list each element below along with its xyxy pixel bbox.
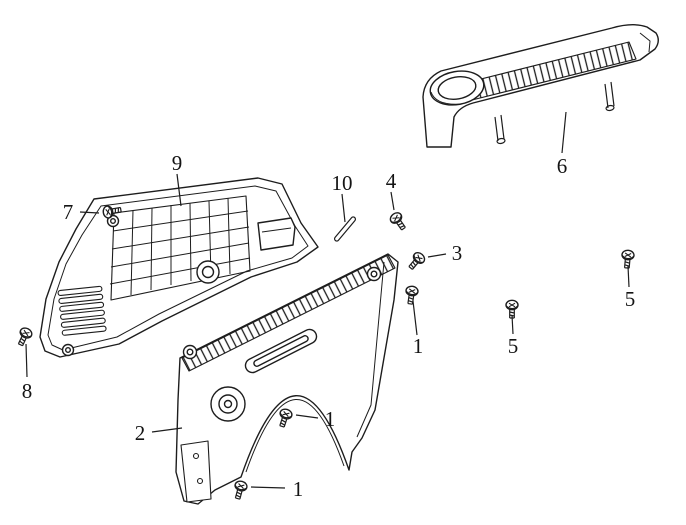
callout-1-bottom: 1 [293, 477, 304, 501]
leader-7 [79, 211, 100, 214]
part-9-center-boss [196, 260, 220, 284]
leader-2 [151, 427, 183, 433]
bolt-4-icon [387, 210, 410, 233]
part-2-inner-right-edge [356, 261, 385, 438]
leader-5-far-right [627, 265, 630, 288]
callout-1-right: 1 [413, 334, 424, 358]
part-2-rib-band [181, 254, 396, 372]
callout-2: 2 [135, 421, 146, 445]
callout-6: 6 [557, 154, 568, 178]
part-9-grid-frame [110, 195, 251, 301]
bolt-1-bottom-icon [231, 479, 249, 501]
part-9-grid-lines [109, 197, 251, 296]
leader-5-middle [511, 314, 514, 335]
part-6-leg-right [604, 81, 615, 112]
part-6-leg-left [494, 114, 506, 145]
callout-9: 9 [172, 151, 183, 175]
part-9-vent-slats [57, 285, 107, 336]
part-2-center-boss [210, 386, 246, 422]
callout-10: 10 [332, 171, 353, 195]
leader-lines [25, 111, 630, 489]
leader-3 [427, 253, 447, 258]
part-2-corner-tab [180, 440, 212, 503]
part-6-collar-skirt [430, 91, 463, 105]
bolt-8-icon [14, 325, 35, 349]
part-9-grille-panel [39, 177, 319, 358]
callout-labels: 9 7 8 10 4 3 1 5 5 6 1 1 2 [22, 151, 636, 501]
bolt-1-middle-icon [275, 406, 294, 429]
callout-1-middle: 1 [325, 407, 336, 431]
callout-4: 4 [386, 169, 397, 193]
callout-3: 3 [452, 241, 463, 265]
bolt-3-icon [405, 249, 428, 273]
leader-1-middle [295, 414, 319, 419]
part-9-inner-lip [47, 185, 309, 351]
part-6-top-cover [422, 24, 659, 148]
callout-5-far-right: 5 [625, 287, 636, 311]
callout-8: 8 [22, 379, 33, 403]
part-10-pin [333, 216, 357, 242]
bolt-5-far-right-icon [620, 249, 636, 270]
part-6-rib-band [464, 41, 637, 101]
leader-1-right [412, 300, 418, 336]
leader-8 [25, 343, 28, 378]
leader-10 [341, 193, 346, 223]
leader-1-bottom [250, 486, 286, 489]
leader-9 [176, 173, 182, 207]
part-2-handle-slot [244, 328, 318, 374]
part-6-end-fold [639, 32, 651, 53]
part-6-outline [422, 24, 659, 148]
part-9-screw-hole-bottom [61, 343, 75, 357]
leader-4 [390, 191, 395, 211]
part-2-inner-arch [245, 399, 345, 473]
callout-5-middle: 5 [508, 334, 519, 358]
part-2-bolt-boss-right [366, 266, 382, 282]
leader-6 [561, 111, 567, 154]
part-2-outline [175, 253, 399, 505]
part-6-collar-inner [437, 75, 477, 101]
callout-7: 7 [63, 200, 74, 224]
part-2-front-panel [175, 253, 399, 505]
part-2-bolt-boss-left [182, 344, 198, 360]
part-9-side-tab [257, 217, 296, 251]
bolt-1-right-icon [403, 284, 420, 306]
